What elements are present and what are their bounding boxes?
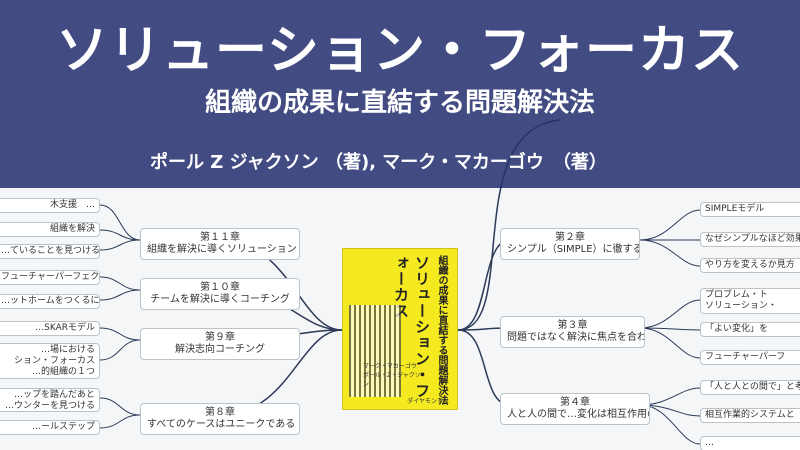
title-banner: ソリューション・フォーカス 組織の成果に直結する問題解決法 ポール Z ジャクソ… [0, 0, 800, 188]
book-cover-authors: マーク・マカーゴウ ポール・Z・ジャクソン [363, 363, 423, 388]
chapter-node-3[interactable]: 第３章 問題ではなく解決に焦点を合わせる [500, 316, 645, 348]
book-cover-publisher: ダイヤモンド社 [407, 398, 449, 405]
leaf-node[interactable]: フューチャーパーフェクト [0, 270, 100, 285]
chapter-number: 第１０章 [200, 282, 240, 293]
page-subtitle: 組織の成果に直結する問題解決法 [204, 88, 595, 118]
leaf-node[interactable]: 相互作業的システムと [700, 408, 800, 423]
leaf-node[interactable]: 「よい変化」を [700, 322, 800, 337]
chapter-title: チームを解決に導くコーチング [150, 294, 290, 305]
chapter-node-10[interactable]: 第１０章 チームを解決に導くコーチング [140, 278, 300, 310]
leaf-node[interactable]: …ップを踏んだあと …ウンターを見つける [0, 388, 100, 412]
chapter-node-4[interactable]: 第４章 人と人の間で…変化は相互作用の中にある [500, 393, 650, 425]
chapter-number: 第１１章 [200, 232, 240, 243]
book-cover-title: ソリューション・フォーカス [392, 255, 431, 399]
leaf-node[interactable]: なぜシンプルなほど効果 [700, 232, 800, 247]
leaf-node[interactable]: … [700, 436, 800, 450]
leaf-node[interactable]: プロブレム・ト ソリューション・ [700, 288, 800, 314]
book-cover[interactable]: ソリューション・フォーカス 組織の成果に直結する問題解決法 マーク・マカーゴウ … [342, 248, 458, 410]
chapter-number: 第８章 [205, 407, 235, 418]
chapter-title: 問題ではなく解決に焦点を合わせる [507, 332, 645, 343]
chapter-title: 人と人の間で…変化は相互作用の中にある [507, 409, 649, 420]
chapter-title: シンプル（SIMPLE）に徹する [507, 244, 640, 255]
leaf-node[interactable]: …SKARモデル [0, 321, 100, 336]
maze-illustration [349, 305, 401, 397]
chapter-number: 第９章 [205, 332, 235, 343]
authors-line: ポール Z ジャクソン （著), マーク・マカーゴウ （著） [150, 152, 607, 173]
chapter-node-8[interactable]: 第８章 すべてのケースはユニークである [140, 403, 300, 435]
leaf-node[interactable]: 木支援 … [0, 198, 100, 213]
page-title: ソリューション・フォーカス [56, 21, 744, 81]
chapter-number: 第３章 [557, 320, 588, 331]
book-cover-subtitle: 組織の成果に直結する問題解決法 [436, 255, 447, 405]
leaf-node[interactable]: SIMPLEモデル [700, 202, 800, 217]
chapter-node-2[interactable]: 第２章 シンプル（SIMPLE）に徹する [500, 228, 640, 260]
leaf-node[interactable]: …ールステップ [0, 420, 100, 435]
chapter-number: 第２章 [555, 232, 585, 243]
leaf-node[interactable]: …ていることを見つける [0, 244, 100, 259]
leaf-node[interactable]: …ットホームをつくるには [0, 294, 100, 309]
leaf-node[interactable]: フューチャーパーフ [700, 350, 800, 365]
chapter-node-9[interactable]: 第９章 解決志向コーチング [140, 328, 300, 360]
chapter-number: 第４章 [560, 397, 590, 408]
leaf-node[interactable]: やり方を変えるか見方 [700, 258, 800, 273]
leaf-node[interactable]: 「人と人との間で」と考 [700, 380, 800, 395]
chapter-title: すべてのケースはユニークである [147, 419, 296, 430]
chapter-title: 組織を解決に導くソリューション [147, 244, 297, 255]
leaf-node[interactable]: …場における ション・フォーカス …的組織の１つ [0, 343, 100, 379]
chapter-node-11[interactable]: 第１１章 組織を解決に導くソリューション [140, 228, 300, 260]
leaf-node[interactable]: 組織を解決 [0, 222, 100, 237]
chapter-title: 解決志向コーチング [175, 344, 265, 355]
